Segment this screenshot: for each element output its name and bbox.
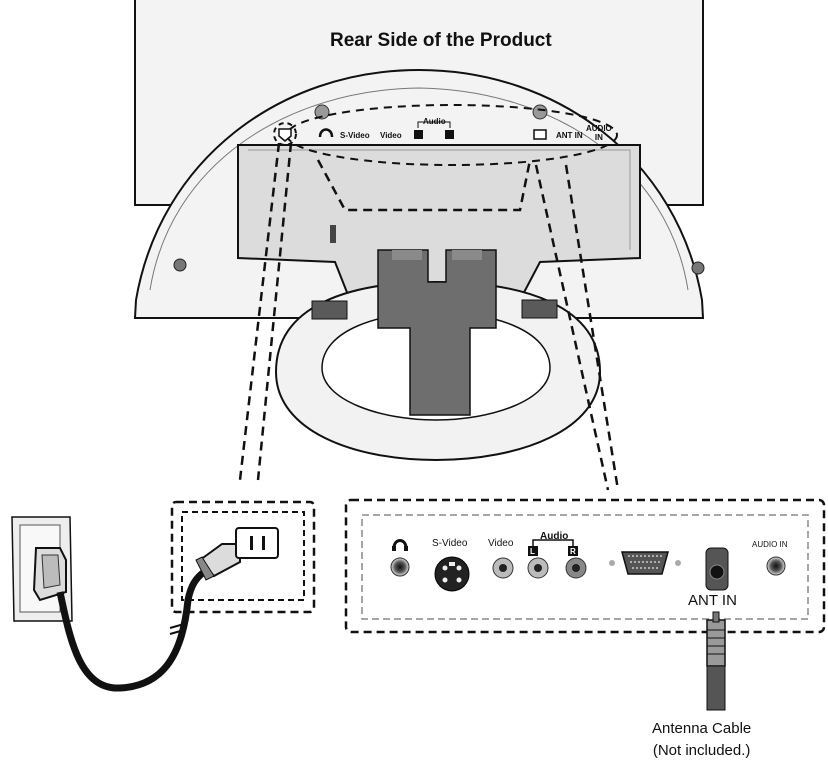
svideo-label: S-Video	[432, 538, 468, 549]
d-sub-port-icon	[609, 551, 681, 575]
stand-latch-right	[521, 299, 558, 319]
power-zoom-outer	[170, 500, 316, 614]
input-zoom-outer	[344, 498, 826, 634]
svideo-port-icon	[434, 556, 470, 592]
antenna-cable	[706, 611, 726, 711]
antenna-cable-label: Antenna Cable(Not included.)	[652, 720, 752, 759]
screw-top-left	[314, 104, 330, 120]
rca-jack-icon	[492, 557, 587, 579]
audio-l-port-top	[414, 130, 423, 139]
audio-l-label: L	[530, 547, 535, 556]
headphone-icon	[318, 128, 334, 138]
power-zoom-inner	[181, 511, 305, 601]
power-socket-zoom	[235, 527, 279, 559]
screw-left	[173, 258, 187, 272]
headphone-icon-zoom	[392, 539, 408, 551]
headphone-jack	[390, 557, 410, 577]
d-sub-port-top	[533, 129, 547, 140]
ant-in-label-top: ANT IN	[556, 131, 583, 140]
audio-r-label: R	[570, 547, 576, 556]
stand-latch-left	[311, 300, 348, 320]
power-plug-icon	[195, 543, 241, 581]
audio-label: Audio	[540, 531, 569, 542]
wall-outlet-icon	[11, 516, 73, 622]
video-label-top: Video	[380, 131, 402, 140]
video-label: Video	[488, 538, 514, 549]
power-cable	[56, 569, 207, 692]
audio-in-label: AUDIO IN	[752, 540, 788, 549]
audio-label-top: Audio	[423, 117, 446, 126]
diagram-title: Rear Side of the Product	[330, 30, 552, 51]
guide-lines	[238, 142, 620, 491]
power-socket-icon	[278, 128, 292, 142]
ant-in-label: ANT IN	[688, 592, 737, 609]
svideo-label-top: S-Video	[340, 131, 370, 140]
screw-top-right	[532, 104, 548, 120]
screw-right	[691, 261, 705, 275]
stand	[274, 249, 602, 462]
antenna-port-icon	[705, 547, 729, 591]
input-zoom-inner	[361, 514, 809, 620]
audio-r-port-top	[445, 130, 454, 139]
audio-in-jack	[766, 556, 786, 576]
